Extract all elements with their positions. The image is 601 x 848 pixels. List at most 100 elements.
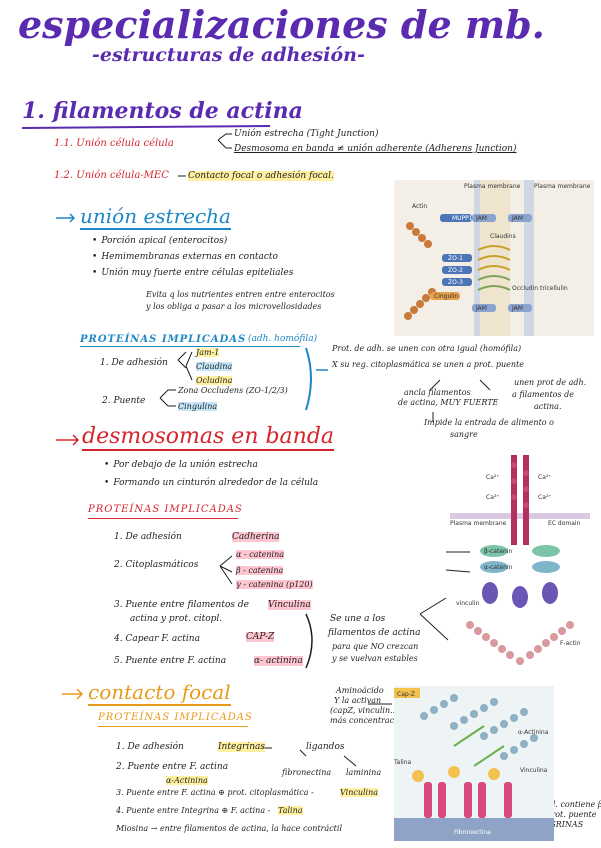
ue-puente-item-1: Cingulina <box>178 402 218 411</box>
diagram2-label-pm: Plasma membrane <box>450 520 507 527</box>
divider <box>88 518 238 519</box>
cf-item-3: 3. Puente entre F. actina ⊕ prot. citopl… <box>116 788 314 797</box>
actin-bundle-beads <box>420 694 538 760</box>
alpha-catenin-shapes <box>480 561 560 573</box>
cf-proteins-heading: PROTEÍNAS IMPLICADAS <box>98 712 253 723</box>
db-item-3b: actina y prot. citopl. <box>130 614 223 624</box>
occludin-loops <box>477 275 511 291</box>
cadherin-strands <box>511 455 529 545</box>
db-item-3a: 3. Puente entre filamentos de <box>114 600 249 610</box>
ue-right-4a: unen prot de adh. <box>514 378 587 387</box>
cf-item-1-result: ligandos <box>306 742 345 752</box>
cf-item-3-value: Vinculina <box>340 788 379 797</box>
adherens-junction-diagram: Plasma membrane EC domain Ca²⁺ Ca²⁺ Ca²⁺… <box>450 455 590 665</box>
cf-item-2-label: 2. Puente entre F. actina <box>116 762 229 772</box>
cf-item-2-b: laminina <box>346 768 382 777</box>
beta-catenin-shapes <box>480 545 560 557</box>
ue-right-4c: actina. <box>534 402 562 411</box>
diagram2-label-ca-4: Ca²⁺ <box>538 494 551 501</box>
diagram1-label-zo1: ZO-1 <box>448 255 463 262</box>
db-bullet-2: Formando un cinturón alrededor de la cél… <box>104 478 318 488</box>
talin-vinculin-shapes <box>412 766 500 782</box>
ue-proteins-heading: PROTEÍNAS IMPLICADAS <box>80 334 247 345</box>
diagram3-label-fibronectin: Fibronectina <box>454 829 491 836</box>
db-item-1-value: Cadherina <box>232 532 280 542</box>
cf-item-4: 4. Puente entre Integrina ⊕ F. actina - <box>116 806 271 815</box>
ue-adh-item-2: Ocludina <box>196 376 233 385</box>
divider <box>80 346 300 347</box>
item-1-2: 1.2. Unión célula-MEC <box>54 170 169 181</box>
db-item-1-label: 1. De adhesión <box>114 532 182 542</box>
db-bullet-1: Por debajo de la unión estrecha <box>104 460 258 470</box>
cf-item-1-label: 1. De adhesión <box>116 742 184 752</box>
diagram1-label-zo3: ZO-3 <box>448 279 463 286</box>
db-side-3: para que NO crezcan <box>332 642 419 651</box>
db-item-2-value-0: α - catenina <box>236 550 285 559</box>
db-item-4-value: CAP-Z <box>246 632 275 642</box>
alpha-actinin-links <box>453 725 505 767</box>
cf-note-1: Aminoácido <box>336 686 384 695</box>
diagram1-label-jam-bottom-left: JAM <box>475 305 487 312</box>
ue-adh-label: 1. De adhesión <box>100 358 168 368</box>
diagram1-label-jam-top-left: JAM <box>475 215 487 222</box>
ue-right-3b: de actina, MUY FUERTE <box>398 398 499 407</box>
diagram1-label-pm-left: Plasma membrane <box>464 183 521 190</box>
heading-contacto-focal: contacto focal <box>88 680 231 706</box>
diagram1-label-cingulin: Cingulin <box>434 293 459 300</box>
diagram1-label-actin: Actin <box>412 203 427 210</box>
db-proteins-heading: PROTEÍNAS IMPLICADAS <box>88 504 243 515</box>
db-item-5-value: α- actinina <box>254 656 303 666</box>
item-1-1-b: Desmosoma en banda ≠ unión adherente (Ad… <box>234 144 517 154</box>
db-item-3-value: Vinculina <box>268 600 311 610</box>
diagram1-label-mupp: MUPP1 MAGI <box>452 215 490 222</box>
ue-puente-label: 2. Puente <box>102 396 146 406</box>
ue-right-3a: ancla filamentos <box>404 388 471 397</box>
diagram2-label-alpha: α-catenin <box>484 564 513 571</box>
cf-note-3: (capZ, vinculin...) <box>330 706 401 715</box>
ue-puente-item-0: Zona Occludens (ZO-1/2/3) <box>178 386 288 395</box>
ue-right-5b: sangre <box>450 430 478 439</box>
db-item-2-value-2: γ - catenina (p120) <box>236 580 313 589</box>
diagram2-label-vinculin: vinculin <box>456 600 479 607</box>
integrin-shapes <box>424 782 512 818</box>
cf-note-5: dom. citopl. contiene β <box>510 800 601 809</box>
diagram1-label-jam-bottom-right: JAM <box>511 305 523 312</box>
diagram3-label-actinin: α-Actinina <box>518 729 549 736</box>
db-item-4: 4. Capear F. actina <box>114 634 200 644</box>
tight-junction-diagram: Plasma membrane Plasma membrane Actin MU… <box>394 180 594 336</box>
diagram3-label-vinculin: Vinculina <box>520 767 548 774</box>
vinculin-shapes <box>482 582 558 608</box>
ue-bullet-2: Hemimembranas externas en contacto <box>92 252 278 262</box>
diagram1-label-claudins: Claudins <box>490 233 516 240</box>
ue-bullet-3: Unión muy fuerte entre células epitelial… <box>92 268 293 278</box>
item-1-1-a: Unión estrecha (Tight Junction) <box>234 129 379 139</box>
ue-bullet-1: Porción apical (enterocitos) <box>92 236 227 246</box>
cf-note-4: más concentración <box>330 716 407 725</box>
f-actin-beads <box>466 621 574 665</box>
diagram1-label-occludin: Occludin tricellulin <box>512 285 568 292</box>
heading-desmosomas: desmosomas en banda <box>82 424 335 451</box>
claudin-loops <box>477 245 511 271</box>
db-item-2-value-1: β - catenina <box>236 566 284 575</box>
diagram2-label-factin: F-actin <box>560 640 581 647</box>
db-side-4: y se vuelvan estables <box>332 654 418 663</box>
ue-note-2: y los obliga a pasar a los microvellosid… <box>146 302 322 311</box>
db-side-2: filamentos de actina <box>328 628 421 638</box>
diagram1-label-jam-top-right: JAM <box>511 215 523 222</box>
ue-proteins-note: (adh. homófila) <box>248 334 318 344</box>
cf-item-2-value: α-Actinina <box>166 776 208 785</box>
db-side-1: Se une a los <box>330 614 386 624</box>
db-item-5: 5. Puente entre F. actina <box>114 656 227 666</box>
diagram1-label-pm-right: Plasma membrane <box>534 183 591 190</box>
item-1-2-b: Contacto focal o adhesión focal. <box>188 171 334 181</box>
page-subtitle: -estructuras de adhesión- <box>92 44 365 66</box>
ue-right-2: X su reg. citoplasmática se unen a prot.… <box>332 360 524 369</box>
cf-note-7: INTEGRINAS <box>528 820 584 829</box>
cf-item-2-a: fibronectina <box>282 768 332 777</box>
diagram2-label-beta: β-catenin <box>484 548 512 555</box>
page-title: especializaciones de mb. <box>18 2 545 47</box>
diagram1-label-zo2: ZO-2 <box>448 267 463 274</box>
heading-union-estrecha: unión estrecha <box>80 204 231 230</box>
ue-right-5a: Impide la entrada de alimento o <box>424 418 554 427</box>
